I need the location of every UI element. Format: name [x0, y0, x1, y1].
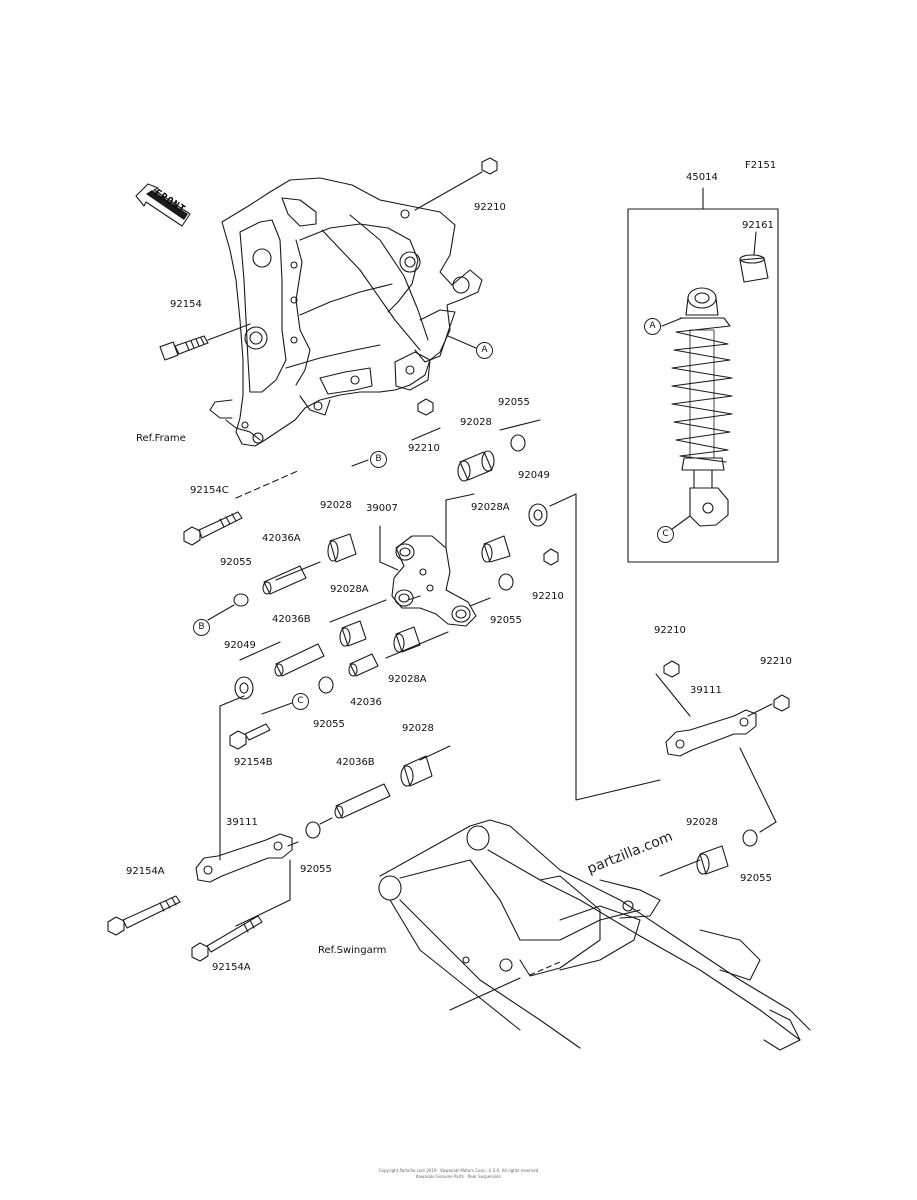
part-label: 92154 [170, 299, 202, 310]
part-label: 92161 [742, 220, 774, 231]
part-label: 92210 [408, 443, 440, 454]
part-label: 92154A [212, 962, 251, 973]
marker-b-lower: B [193, 619, 210, 636]
footer: Copyright Partzilla.com 2019 · Kawasaki … [0, 1168, 917, 1180]
part-label: 42036 [350, 697, 382, 708]
oring-92055-right [498, 573, 514, 591]
bolt-92154B [229, 723, 271, 750]
frame-drawing [209, 177, 483, 447]
part-label: 92154B [234, 757, 273, 768]
part-label: 92055 [740, 873, 772, 884]
part-label: 92055 [313, 719, 345, 730]
collar-92028-lower [400, 755, 433, 787]
part-label: 92210 [760, 656, 792, 667]
tie-rod-39111-left [195, 833, 293, 883]
part-label: 42036B [336, 757, 375, 768]
part-label: 92028 [320, 500, 352, 511]
nut-92210-right [543, 548, 559, 566]
bolt-92154A-right [191, 915, 263, 962]
spacer-42036B-upper [274, 643, 325, 677]
collar-92028-a [327, 533, 357, 563]
bolt-92154A-left [107, 895, 181, 936]
part-label: 92210 [474, 202, 506, 213]
part-label: 45014 [686, 172, 718, 183]
oring-92055-lower [305, 821, 321, 839]
part-label: 39111 [226, 817, 258, 828]
shock-absorber-box [627, 187, 779, 563]
nut-92210-r2 [773, 694, 790, 712]
ref-swingarm-label: Ref.Swingarm [318, 945, 387, 956]
nut-92210-top [414, 157, 498, 211]
bolt-92154 [159, 323, 251, 361]
nut-92210-mid [417, 398, 434, 416]
rocker-leaders [219, 419, 777, 927]
oring-92055-mid [318, 676, 334, 694]
oring-92055-swing [742, 829, 758, 847]
spacer-42036B-lower [334, 783, 391, 819]
part-label: 92154C [190, 485, 229, 496]
marker-a-shock: A [644, 318, 661, 335]
part-label: 92055 [490, 615, 522, 626]
part-label: 92154A [126, 866, 165, 877]
spacer-42036A [263, 565, 307, 595]
part-label: 92055 [220, 557, 252, 568]
part-label: 92049 [224, 640, 256, 651]
tie-rod-39111-right [665, 709, 757, 757]
part-label: 92049 [518, 470, 550, 481]
ref-frame-label: Ref.Frame [136, 433, 186, 444]
marker-c-rocker: C [292, 693, 309, 710]
part-label: 92210 [532, 591, 564, 602]
front-arrow [135, 183, 191, 227]
marker-c-shock: C [657, 526, 674, 543]
oring-92055-top [510, 434, 526, 452]
part-label: 92028 [402, 723, 434, 734]
nut-92210-r1 [663, 660, 680, 678]
part-label: 42036A [262, 533, 301, 544]
collar-92028-top [457, 450, 495, 482]
part-label: 92028A [330, 584, 369, 595]
part-label: 42036B [272, 614, 311, 625]
spacer-42036A-end [262, 581, 272, 595]
part-label: 92028 [686, 817, 718, 828]
collar-92028A-lower2 [393, 626, 421, 653]
part-label: 92028 [460, 417, 492, 428]
collar-92028A-right [481, 535, 511, 563]
leader-a [447, 335, 477, 349]
washer-92049-left [234, 676, 254, 700]
part-label: 92055 [498, 397, 530, 408]
diagram-code: F2151 [745, 160, 777, 171]
part-label: 92210 [654, 625, 686, 636]
part-label: 39007 [366, 503, 398, 514]
marker-a-frame: A [476, 342, 493, 359]
washer-92049-right [528, 503, 548, 527]
swingarm-drawing [378, 819, 811, 1051]
part-label: 92055 [300, 864, 332, 875]
part-label: 39111 [690, 685, 722, 696]
footer-line-1: Copyright Partzilla.com 2019 · Kawasaki … [378, 1168, 539, 1173]
bolt-92154C [183, 511, 243, 546]
footer-line-2: Kawasaki Genuine Parts · Rear Suspension [415, 1174, 502, 1179]
collar-92028A-lower [339, 620, 367, 647]
part-label: 92028A [471, 502, 510, 513]
part-label: 92028A [388, 674, 427, 685]
spacer-42036 [348, 653, 379, 677]
rocker-arm-39007 [391, 535, 477, 627]
marker-b-upper: B [370, 451, 387, 468]
oring-92055-left [233, 593, 249, 607]
collar-92028-swing [696, 845, 729, 875]
